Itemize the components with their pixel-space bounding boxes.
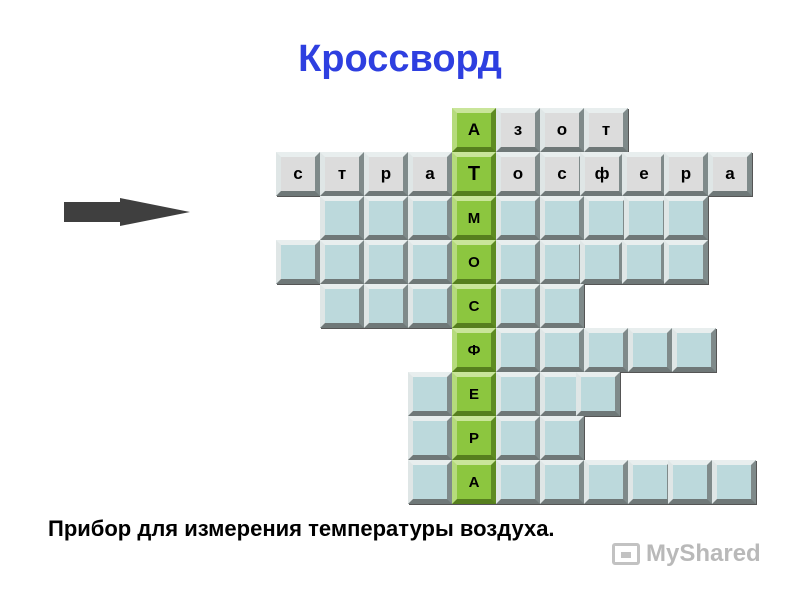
crossword-cell[interactable] [408, 240, 452, 284]
crossword-cell[interactable]: А [452, 460, 496, 504]
crossword-cell[interactable] [628, 460, 672, 504]
crossword-cell[interactable]: Ф [452, 328, 496, 372]
crossword-cell[interactable]: Т [452, 152, 496, 196]
crossword-cell[interactable] [540, 196, 584, 240]
crossword-cell[interactable] [408, 372, 452, 416]
crossword-cell[interactable] [584, 196, 628, 240]
crossword-cell[interactable] [584, 328, 628, 372]
crossword-cell[interactable]: М [452, 196, 496, 240]
crossword-cell[interactable] [364, 240, 408, 284]
crossword-cell[interactable] [622, 240, 666, 284]
crossword-cell[interactable] [540, 284, 584, 328]
crossword-cell[interactable]: Е [452, 372, 496, 416]
crossword-cell[interactable] [540, 416, 584, 460]
crossword-cell[interactable] [664, 196, 708, 240]
crossword-cell[interactable] [496, 240, 540, 284]
crossword-cell[interactable]: А [452, 108, 496, 152]
crossword-cell[interactable]: о [496, 152, 540, 196]
crossword-cell[interactable]: р [664, 152, 708, 196]
crossword-cell[interactable]: р [364, 152, 408, 196]
crossword-cell[interactable] [672, 328, 716, 372]
watermark-text: MyShared [646, 540, 761, 567]
crossword-cell[interactable]: С [452, 284, 496, 328]
crossword-cell[interactable]: т [584, 108, 628, 152]
crossword-cell[interactable] [664, 240, 708, 284]
crossword-cell[interactable]: с [540, 152, 584, 196]
crossword-cell[interactable]: з [496, 108, 540, 152]
crossword-cell[interactable] [580, 240, 624, 284]
crossword-cell[interactable]: а [708, 152, 752, 196]
crossword-cell[interactable] [496, 416, 540, 460]
crossword-cell[interactable] [668, 460, 712, 504]
arrow-right-icon [64, 198, 190, 226]
crossword-cell[interactable] [408, 284, 452, 328]
page-title: Кроссворд [298, 38, 502, 80]
crossword-cell[interactable] [496, 460, 540, 504]
crossword-cell[interactable]: О [452, 240, 496, 284]
crossword-cell[interactable]: а [408, 152, 452, 196]
crossword-cell[interactable] [496, 328, 540, 372]
presentation-board-icon [612, 543, 640, 565]
watermark: MyShared [612, 540, 761, 568]
crossword-cell[interactable] [408, 196, 452, 240]
crossword-cell[interactable] [584, 460, 628, 504]
crossword-cell[interactable]: с [276, 152, 320, 196]
crossword-cell[interactable] [408, 460, 452, 504]
crossword-cell[interactable] [624, 196, 668, 240]
crossword-cell[interactable] [540, 240, 584, 284]
crossword-cell[interactable] [540, 460, 584, 504]
crossword-cell[interactable] [628, 328, 672, 372]
crossword-cell[interactable] [712, 460, 756, 504]
crossword-cell[interactable] [496, 284, 540, 328]
crossword-cell[interactable] [320, 240, 364, 284]
crossword-clue: Прибор для измерения температуры воздуха… [48, 516, 555, 541]
crossword-cell[interactable] [364, 284, 408, 328]
crossword-cell[interactable]: Р [452, 416, 496, 460]
crossword-cell[interactable] [276, 240, 320, 284]
crossword-cell[interactable]: ф [580, 152, 624, 196]
crossword-cell[interactable] [320, 284, 364, 328]
crossword-cell[interactable] [408, 416, 452, 460]
crossword-cell[interactable] [540, 328, 584, 372]
crossword-cell[interactable] [496, 196, 540, 240]
crossword-cell[interactable]: о [540, 108, 584, 152]
crossword-cell[interactable]: т [320, 152, 364, 196]
crossword-cell[interactable] [364, 196, 408, 240]
crossword-cell[interactable]: е [622, 152, 666, 196]
crossword-cell[interactable] [496, 372, 540, 416]
crossword-cell[interactable] [320, 196, 364, 240]
crossword-cell[interactable] [576, 372, 620, 416]
